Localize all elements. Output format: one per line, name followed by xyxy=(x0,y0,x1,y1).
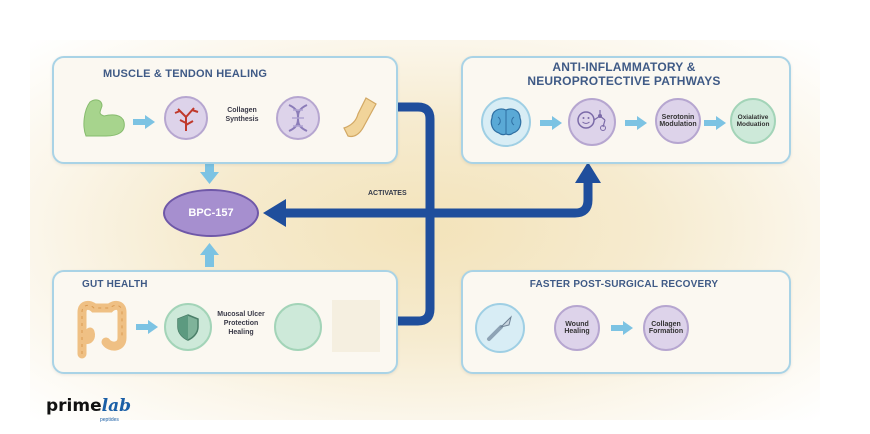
healing-node xyxy=(274,303,322,351)
collagen-formation-node: Collagen Formation xyxy=(643,305,689,351)
arrow-right-icon xyxy=(611,321,633,335)
blank-placeholder xyxy=(728,302,774,354)
mucosal-ulcer-label: Mucosal Ulcer Protection Healing xyxy=(217,311,265,336)
primelab-logo: primelab xyxy=(46,396,131,416)
muscle-icon xyxy=(83,99,125,137)
muscle-tendon-title: MUSCLE & TENDON HEALING xyxy=(103,68,268,80)
scalpel-icon xyxy=(475,303,525,353)
arrow-right-icon xyxy=(625,116,647,130)
tendon-icon xyxy=(343,97,377,138)
blank-placeholder xyxy=(332,300,380,352)
blood-vessel-icon xyxy=(164,96,208,140)
gut-health-title: GUT HEALTH xyxy=(82,279,148,290)
arrow-right-icon xyxy=(704,116,726,130)
arrow-right-icon xyxy=(133,115,155,129)
activates-label: ACTIVATES xyxy=(368,190,407,197)
arrow-right-icon xyxy=(540,116,562,130)
intestine-icon xyxy=(77,300,127,359)
dna-icon xyxy=(276,96,320,140)
molecule-icon xyxy=(568,98,616,146)
anti-inflammatory-title-line2: NEUROPROTECTIVE PATHWAYS xyxy=(527,74,721,88)
collagen-synthesis-label: Collagen Synthesis xyxy=(225,107,259,123)
anti-inflammatory-title-line1: ANTI-INFLAMMATORY & xyxy=(552,60,696,74)
logo-subtext: peptides xyxy=(100,417,119,423)
muscle-tendon-panel xyxy=(52,56,398,164)
serotonin-modulation-node: Serotonin Modulation xyxy=(655,98,701,144)
wound-healing-node: Wound Healing xyxy=(554,305,600,351)
brain-icon xyxy=(481,97,531,147)
shield-icon xyxy=(164,303,212,351)
post-surgical-title: FASTER POST-SURGICAL RECOVERY xyxy=(529,279,719,290)
oxidative-modulation-node: Oxialative Moduation xyxy=(730,98,776,144)
arrow-right-icon xyxy=(136,320,158,334)
bpc-157-node: BPC-157 xyxy=(163,189,259,237)
